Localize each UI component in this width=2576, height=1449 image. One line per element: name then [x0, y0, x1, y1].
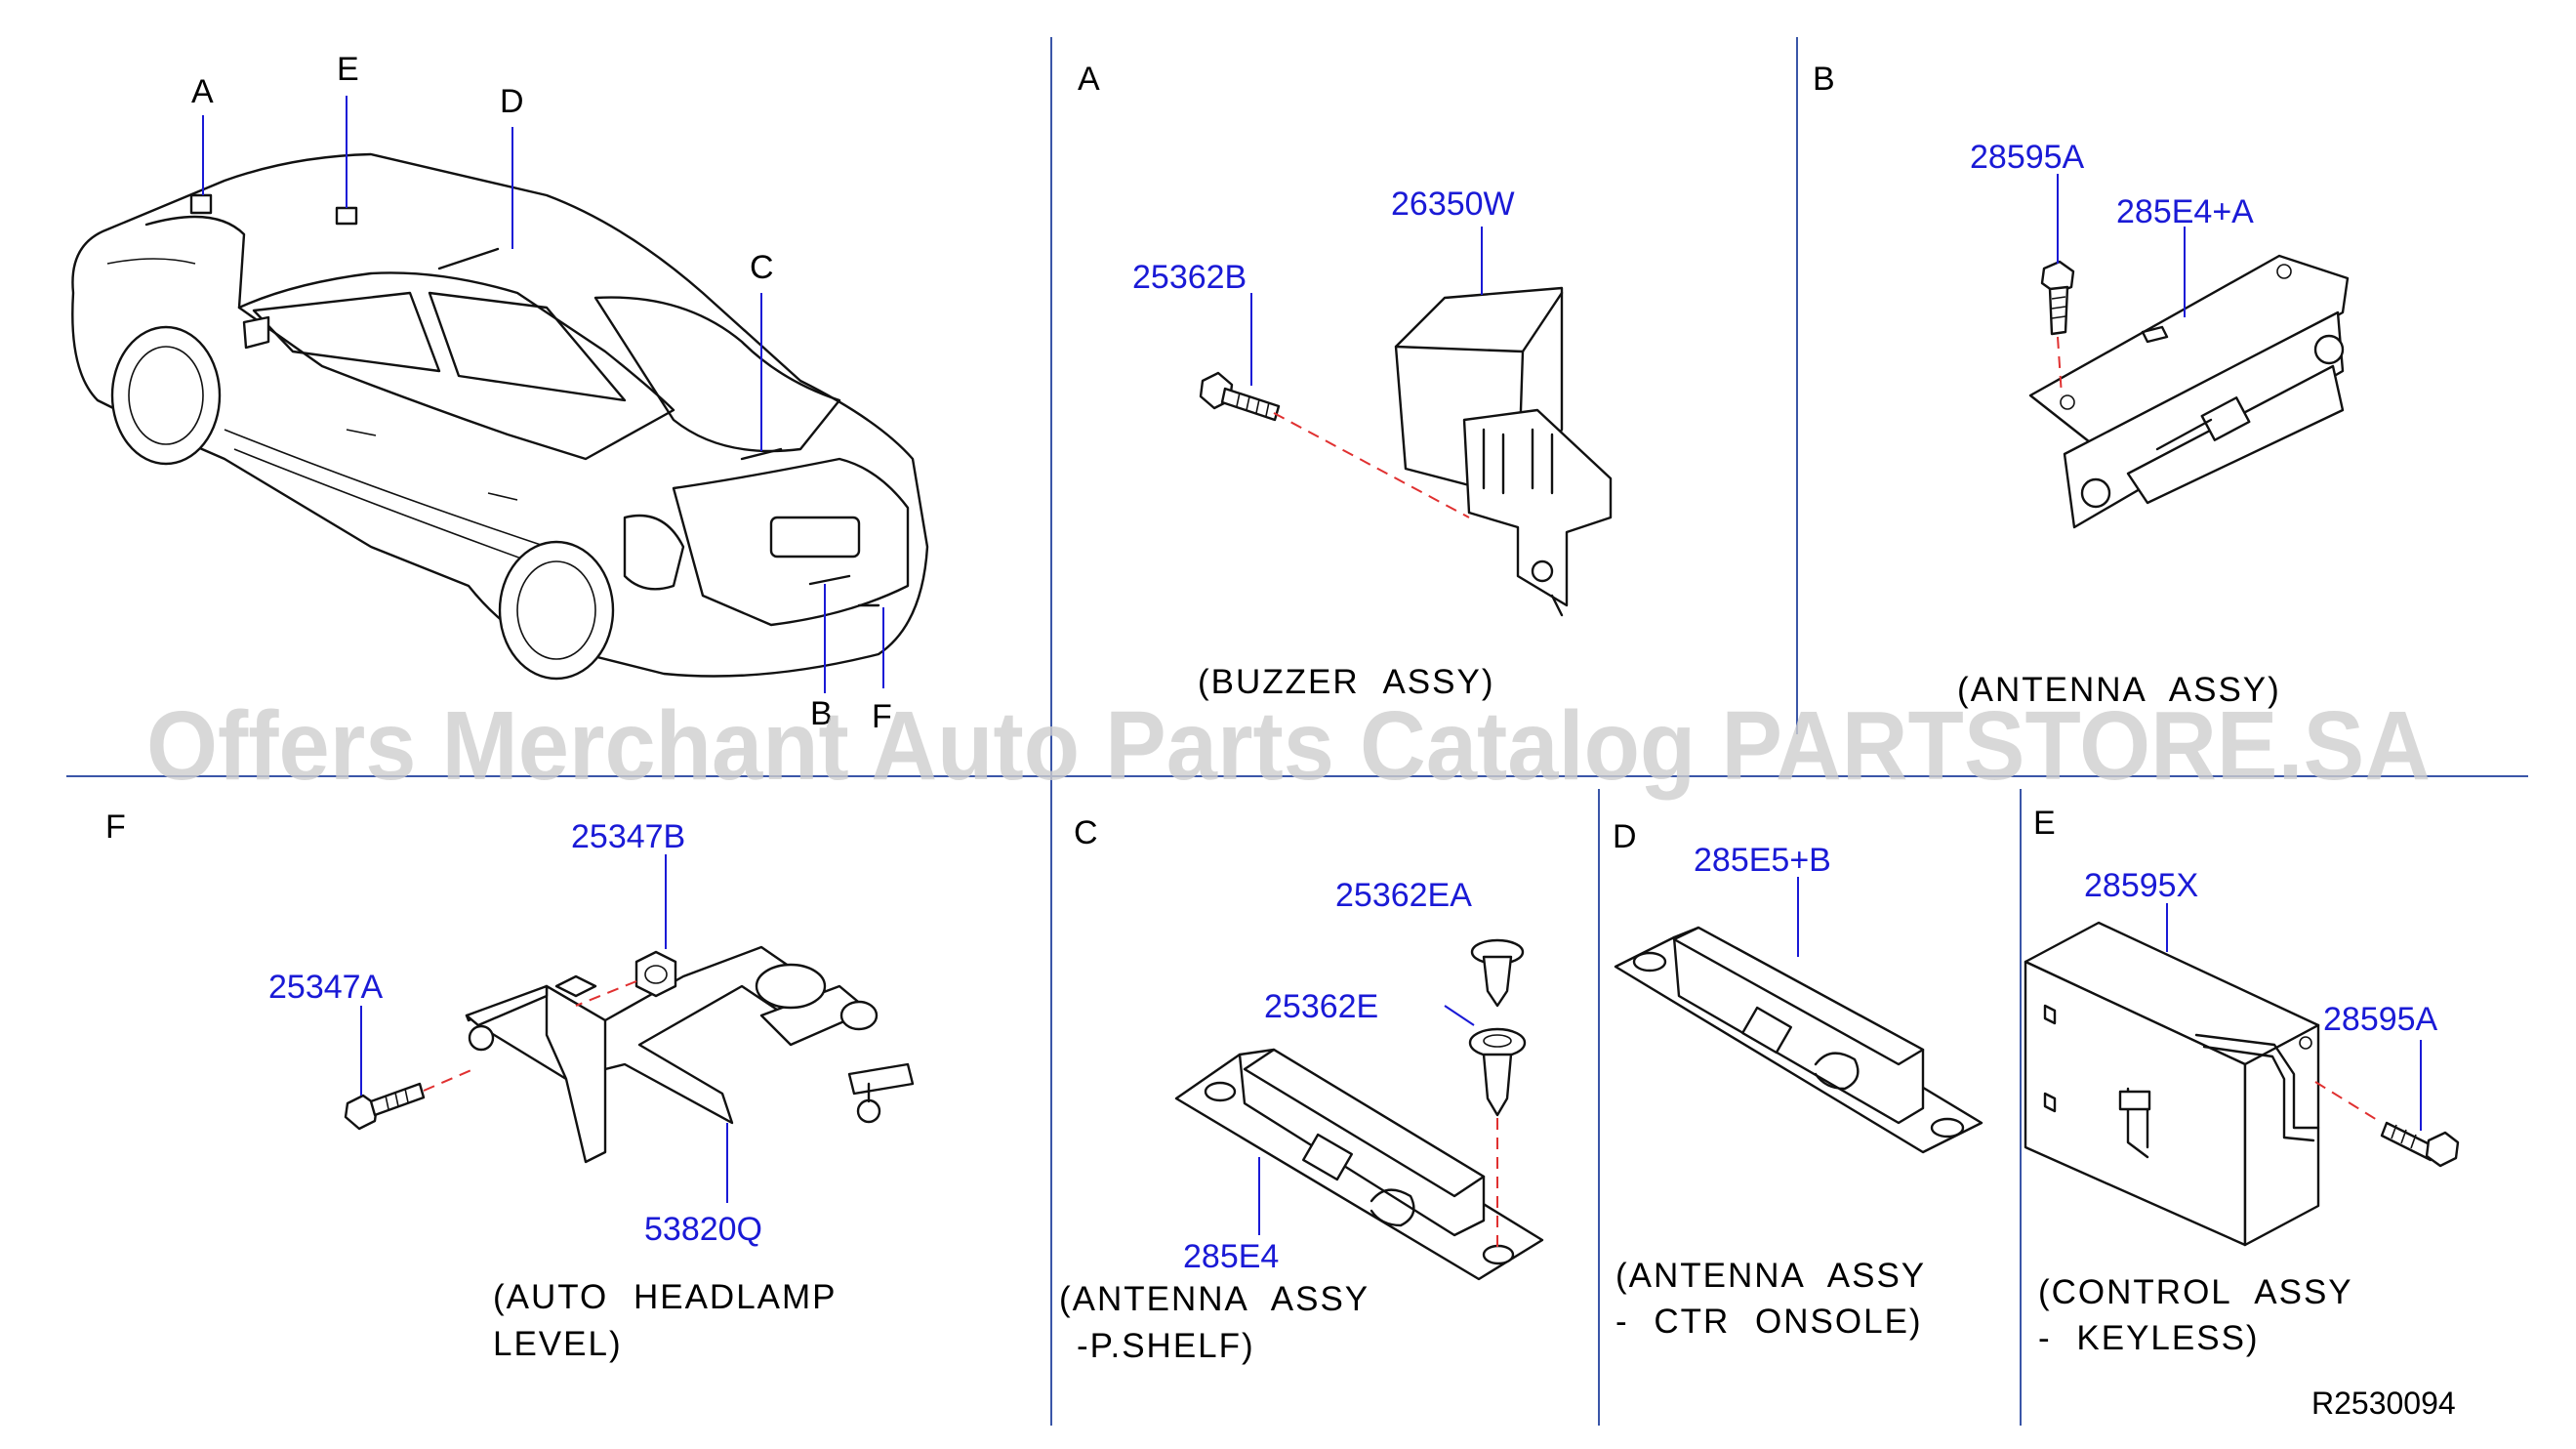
reference-code: R2530094	[2311, 1386, 2456, 1421]
callout-b: B	[810, 695, 833, 732]
panel-a: A 26350W 25362B (BUZZER ASSY)	[1078, 61, 1613, 701]
bolt-28595a-b	[2040, 260, 2075, 336]
headlamp-level-drawing	[465, 945, 915, 1164]
caption-antenna-console-2: - CTR ONSOLE)	[1615, 1303, 1923, 1341]
part-number-285e4: 285E4	[1183, 1238, 1279, 1275]
control-assy-drawing	[2024, 921, 2320, 1247]
callout-a: A	[191, 73, 214, 110]
part-number-285e4-a: 285E4+A	[2116, 193, 2254, 230]
panel-c: C 25362EA 25362E 285E4 (ANTENNA ASSY -P.…	[1059, 814, 1544, 1365]
callout-e: E	[337, 51, 359, 88]
caption-buzzer-assy: (BUZZER ASSY)	[1198, 663, 1494, 701]
part-number-25362e: 25362E	[1264, 988, 1378, 1025]
caption-antenna-pshelf-2: -P.SHELF)	[1077, 1327, 1255, 1365]
clip-25362e	[1468, 1027, 1527, 1117]
bolt-25362b	[1199, 371, 1281, 422]
part-number-25362ea: 25362EA	[1335, 877, 1472, 914]
antenna-pshelf-drawing	[1174, 1048, 1544, 1281]
callout-d: D	[500, 83, 524, 120]
callout-f: F	[872, 698, 892, 735]
panel-b: B 28595A 285E4+A (ANTENNA ASSY)	[1813, 61, 2350, 709]
nut-25347b	[634, 950, 677, 998]
part-number-28595a-e: 28595A	[2323, 1001, 2438, 1038]
part-number-25347b: 25347B	[571, 818, 685, 855]
panel-a-letter: A	[1078, 61, 1100, 98]
caption-antenna-console-1: (ANTENNA ASSY	[1615, 1257, 1926, 1295]
panel-f-letter: F	[105, 808, 126, 846]
panel-d-letter: D	[1613, 818, 1637, 855]
vehicle-overview: A E D C B F	[71, 51, 929, 735]
panel-e-letter: E	[2033, 805, 2056, 842]
part-number-25362b: 25362B	[1132, 259, 1247, 296]
part-number-26350w: 26350W	[1391, 186, 1515, 223]
panel-e: E 28595X 28595A (CONTROL ASSY - KEYLESS)	[2024, 805, 2460, 1357]
panel-b-letter: B	[1813, 61, 1835, 98]
part-number-285e5-b: 285E5+B	[1694, 842, 1831, 879]
caption-auto-headlamp-1: (AUTO HEADLAMP	[493, 1278, 838, 1316]
caption-control-assy-1: (CONTROL ASSY	[2038, 1273, 2353, 1311]
callout-leaders	[202, 96, 884, 693]
antenna-console-drawing	[1614, 926, 1983, 1154]
panel-dividers	[66, 37, 2528, 1426]
caption-auto-headlamp-2: LEVEL)	[493, 1325, 623, 1363]
bolt-25347a	[344, 1082, 426, 1131]
part-number-28595a-b: 28595A	[1970, 139, 2085, 176]
caption-control-assy-2: - KEYLESS)	[2038, 1319, 2260, 1357]
buzzer-assy-drawing	[1394, 286, 1613, 617]
caption-antenna-assy: (ANTENNA ASSY)	[1957, 671, 2281, 709]
callout-c: C	[750, 249, 774, 286]
caption-antenna-pshelf-1: (ANTENNA ASSY	[1059, 1280, 1370, 1318]
car-illustration	[71, 152, 929, 681]
watermark: Offers Merchant Auto Parts Catalog PARTS…	[146, 691, 2431, 801]
bolt-28595a-e	[2380, 1121, 2460, 1168]
part-number-28595x: 28595X	[2084, 867, 2198, 904]
antenna-assy-drawing	[2028, 254, 2350, 529]
panel-f: F 25347B 25347A 53820	[105, 808, 915, 1363]
part-number-25347a: 25347A	[268, 969, 384, 1006]
part-number-53820q: 53820Q	[644, 1211, 762, 1248]
clip-25362ea	[1470, 938, 1525, 1008]
panel-c-letter: C	[1074, 814, 1098, 851]
panel-d: D 285E5+B (ANTENNA ASSY - CTR ONSOLE)	[1613, 818, 1983, 1341]
